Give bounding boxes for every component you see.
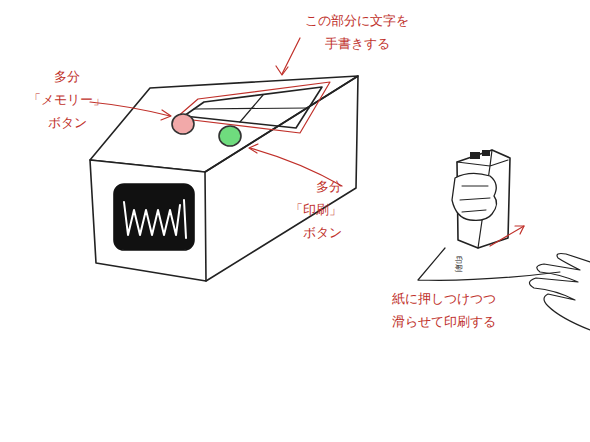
device-button: [482, 150, 490, 156]
leader-head: [276, 66, 288, 75]
motion-arrow-head: [515, 226, 524, 234]
leader-head: [161, 110, 171, 120]
usage-annotation: 紙に押しつけつつ 滑らせて印刷する: [392, 288, 496, 334]
leader-line: [282, 38, 300, 74]
button-annotation: 多分 「印刷」ボタン: [290, 176, 342, 244]
screen-highlight: [176, 82, 330, 133]
leader-head: [249, 144, 258, 153]
button-annotation: 多分 「メモリー」 ボタン: [28, 66, 106, 134]
gripping-hand: [452, 173, 497, 220]
screen-annotation: この部分に文字を 手書きする: [305, 10, 409, 56]
print-button: [219, 126, 241, 146]
box-side-face: [205, 76, 358, 281]
box-top-face: [90, 76, 358, 172]
open-hand: [529, 254, 590, 331]
paper-sheet: [418, 248, 560, 280]
motion-arrow: [490, 226, 524, 246]
device-button: [470, 152, 480, 159]
memory-button: [172, 114, 194, 134]
handwriting-screen: [184, 87, 322, 128]
roller: [124, 200, 186, 238]
printed-sample: 印刷: [454, 256, 462, 272]
finger-lines: [460, 186, 490, 212]
roller-window: [114, 184, 194, 250]
screen-grid: [194, 95, 309, 122]
box-front-face: [90, 160, 206, 281]
